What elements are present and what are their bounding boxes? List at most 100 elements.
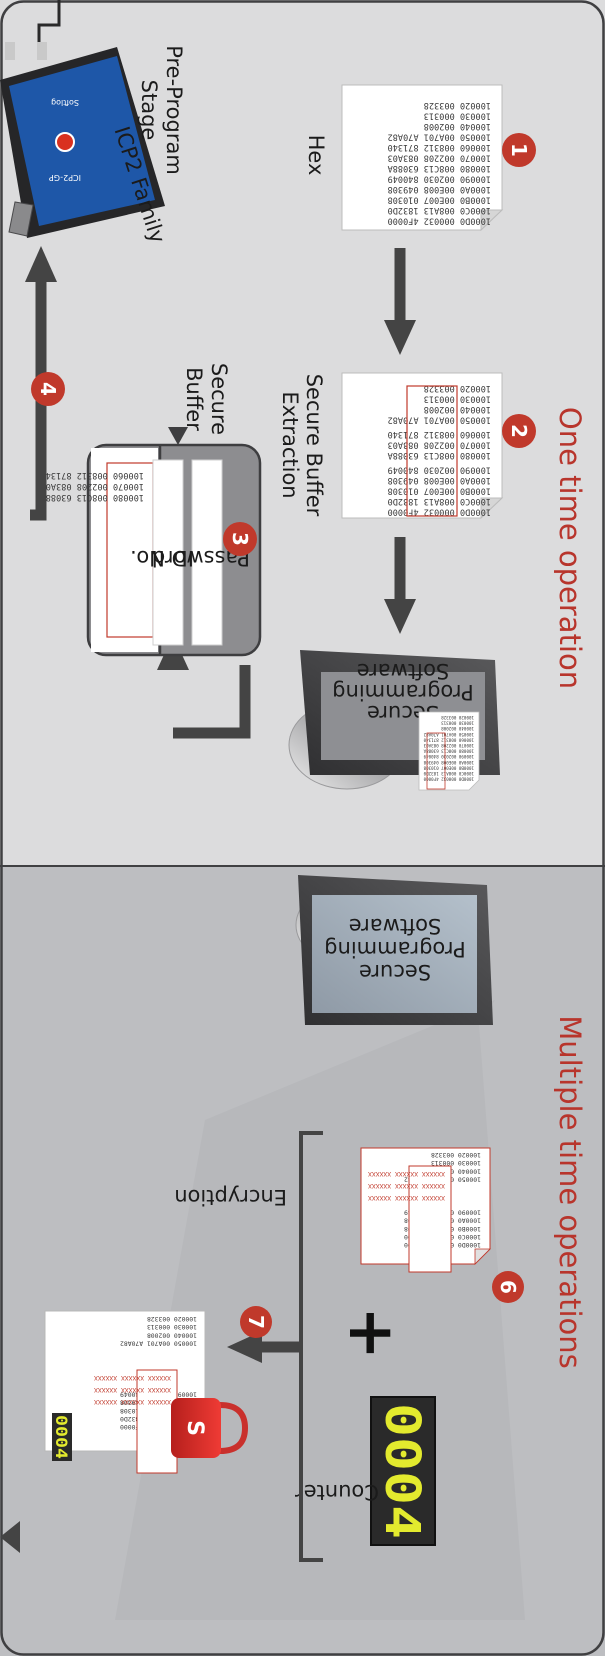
password-field: [191, 459, 223, 646]
counter-display: 0004: [370, 1396, 436, 1546]
svg-text:Programming: Programming: [332, 680, 474, 704]
multiple-time-title: Multiple time operations: [553, 1015, 587, 1369]
id-no-label: ID No.: [130, 546, 194, 570]
svg-text:Softlog: Softlog: [51, 98, 79, 107]
hex-row: 1000A0 00E008 049308: [388, 184, 491, 194]
mini-hex-row: 100070 002208 083A03: [423, 743, 474, 748]
arrow-buffer-to-device: [25, 246, 57, 521]
mini-counter: [52, 1413, 72, 1461]
step-4-badge: 4: [31, 372, 65, 406]
hex-row: 100090 002030 840049: [388, 174, 491, 184]
plus-sign: +: [334, 1306, 408, 1360]
svg-text:1: 1: [507, 143, 531, 157]
mini-hex-row: 1000A0 00E008 049308: [423, 760, 474, 765]
extraction-row: 100070 002208 083A03: [388, 440, 491, 450]
extraction-row: 1000D0 000032 4F0000: [388, 507, 491, 517]
secure-buffer-pointer: [168, 427, 188, 445]
extraction-row: 1000B0 00E007 010308: [388, 486, 491, 496]
output-masked-row: XXXXXX XXXXXX XXXXXX: [94, 1398, 171, 1406]
svg-text:3: 3: [228, 532, 252, 546]
extraction-highlight-box: [406, 385, 458, 517]
padlock-icon: S: [171, 1398, 249, 1458]
extraction-row: 100050 00A701 A70A82: [388, 415, 491, 425]
svg-text:Software: Software: [349, 914, 442, 938]
pre-program-label-line2: Stage: [137, 80, 161, 141]
hex-label: Hex: [304, 135, 328, 176]
extraction-row: 1000C0 008A13 1832D0: [388, 496, 491, 506]
masked-row: XXXXXX XXXXXX XXXXXX: [368, 1182, 445, 1190]
mini-counter-digits: 0004: [52, 1415, 71, 1459]
step-1-badge: 1: [502, 133, 536, 167]
svg-text:Secure: Secure: [359, 960, 431, 984]
hex-row: 100050 00A701 A70A82: [388, 132, 491, 142]
hex-row: 100060 008312 871340: [388, 142, 491, 152]
mini-hex-row: 1000B0 00E007 010308: [423, 765, 474, 770]
counter-label: Counter: [295, 1480, 379, 1504]
mini-hex-row: 100040 002008: [441, 726, 474, 731]
buffer-row: 100070 002208 083A03: [41, 481, 144, 491]
output-row: 100040 002008: [147, 1331, 197, 1339]
svg-text:2: 2: [507, 424, 531, 438]
svg-text:S: S: [182, 1420, 207, 1436]
mini-hex-row: 1000C0 008A13 1832D0: [423, 771, 474, 776]
step-7-badge: 7: [240, 1306, 272, 1338]
encryption-label: Encryption: [174, 1185, 287, 1209]
hex-row: 100020 003328: [424, 100, 491, 110]
extraction-row: 100090 002030 840049: [388, 465, 491, 475]
one-time-title: One time operation: [553, 407, 587, 689]
pre-program-label-line1: Pre-Program: [162, 45, 186, 175]
step-2-badge: 2: [502, 414, 536, 448]
secure-buffer-data-area: [91, 448, 158, 652]
output-masked-row: XXXXXX XXXXXX XXXXXX: [94, 1386, 171, 1394]
mini-hex-row: 100080 008C13 63088A: [423, 749, 474, 754]
extraction-row: 1000A0 00E008 049308: [388, 475, 491, 485]
encrypted-row: 100020 003328: [431, 1151, 481, 1159]
device-cable: [37, 0, 61, 48]
mini-hex-row: 1000D0 000032 4F0000: [423, 777, 474, 782]
id-no-field: [152, 459, 184, 646]
hex-row: 100080 008C13 63088A: [387, 163, 491, 173]
svg-text:6: 6: [496, 1280, 520, 1294]
svg-text:Software: Software: [357, 659, 450, 683]
output-row: 100050 00A701 A70A82: [120, 1340, 197, 1348]
buffer-row: 100060 008312 871340: [41, 470, 144, 480]
arrow-hex-to-extraction: [384, 248, 416, 355]
hex-row: 1000B0 00E007 010308: [388, 195, 491, 205]
hex-row: 100030 000313: [424, 111, 491, 121]
counter-digits: 0004: [374, 1403, 430, 1539]
svg-text:7: 7: [244, 1315, 268, 1329]
svg-text:4: 4: [36, 382, 60, 396]
output-masked-row: XXXXXX XXXXXX XXXXXX: [94, 1374, 171, 1382]
arrow-encryption-to-output: [227, 1331, 301, 1363]
device-logo: [55, 132, 75, 152]
svg-text:Programming: Programming: [324, 937, 466, 961]
masked-row: XXXXXX XXXXXX XXXXXX: [368, 1194, 445, 1202]
output-masked-rows: XXXXXX XXXXXX XXXXXX XXXXXX XXXXXX XXXXXX…: [94, 1374, 171, 1406]
secure-buffer-label-line1: Secure: [207, 363, 231, 435]
secure-buffer-label-line2: Buffer: [182, 367, 206, 431]
svg-text:ICP2-GP: ICP2-GP: [49, 173, 81, 182]
masked-rows: XXXXXX XXXXXX XXXXXX XXXXXX XXXXXX XXXXXX…: [368, 1170, 445, 1202]
arrow-output: [0, 1521, 20, 1553]
masked-row: XXXXXX XXXXXX XXXXXX: [368, 1170, 445, 1178]
mini-hex-row: 100090 002030 840049: [423, 754, 474, 759]
extraction-row: 100060 008312 871340: [388, 429, 491, 439]
icp2-device: ICP2-GP Softlog: [0, 0, 165, 238]
hex-row: 100070 002208 083A03: [388, 153, 491, 163]
device-connector: [8, 201, 34, 237]
extraction-row: 100080 008C13 63088A: [387, 450, 491, 460]
software-computer-top: Secure Programming Software 100020 00332…: [288, 650, 500, 791]
encrypted-row: 100040 002008: [431, 1167, 481, 1175]
mini-hex-row: 100050 00A701 A70A82: [423, 732, 474, 737]
monitor-screen-bottom: [312, 895, 477, 1013]
